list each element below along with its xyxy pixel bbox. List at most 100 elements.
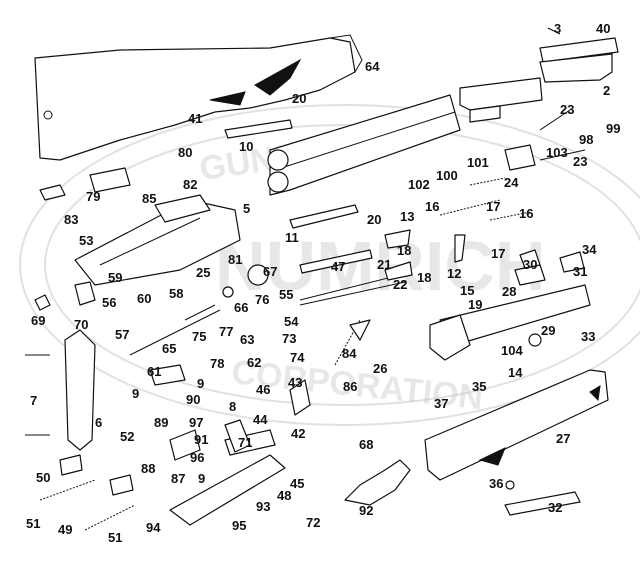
part-number-66: 66 xyxy=(234,300,249,315)
trigger-guard-part xyxy=(344,459,411,506)
part-number-13: 13 xyxy=(400,209,415,224)
part-number-63: 63 xyxy=(240,332,255,347)
part-number-69: 69 xyxy=(31,313,46,328)
part-number-44: 44 xyxy=(253,412,268,427)
part-number-31: 31 xyxy=(573,264,588,279)
part-number-52: 52 xyxy=(120,429,135,444)
part-number-73: 73 xyxy=(282,331,297,346)
part-number-59: 59 xyxy=(108,270,123,285)
part-number-74: 74 xyxy=(290,350,305,365)
stock-part xyxy=(34,34,363,161)
part-number-14: 14 xyxy=(508,365,523,380)
part-number-61: 61 xyxy=(147,364,162,379)
part-number-103: 103 xyxy=(546,145,568,160)
part-number-57: 57 xyxy=(115,327,130,342)
part-number-77: 77 xyxy=(219,324,234,339)
part-number-43: 43 xyxy=(288,375,303,390)
part-number-84: 84 xyxy=(342,346,357,361)
forend-part xyxy=(424,369,609,481)
part-number-42: 42 xyxy=(291,426,306,441)
part-number-29: 29 xyxy=(541,323,556,338)
part-number-17: 17 xyxy=(486,199,501,214)
part-number-46: 46 xyxy=(256,382,271,397)
part-number-90: 90 xyxy=(186,392,201,407)
part-number-12: 12 xyxy=(447,266,462,281)
part-number-92: 92 xyxy=(359,503,374,518)
part-number-86: 86 xyxy=(343,379,358,394)
part-number-72: 72 xyxy=(306,515,321,530)
part-number-18b: 18 xyxy=(417,270,432,285)
part-number-9: 9 xyxy=(197,376,205,391)
part-number-93: 93 xyxy=(256,499,271,514)
forend-iron-part xyxy=(504,109,586,171)
part-number-51b: 51 xyxy=(108,530,123,545)
part-number-75: 75 xyxy=(192,329,207,344)
part-number-89: 89 xyxy=(154,415,169,430)
rib-parts xyxy=(459,27,619,123)
part-number-78: 78 xyxy=(210,356,225,371)
part-number-20b: 20 xyxy=(367,212,382,227)
part-number-2: 2 xyxy=(603,83,611,98)
receiver-part xyxy=(74,194,241,286)
part-number-9b: 9 xyxy=(132,386,140,401)
part-number-62: 62 xyxy=(247,355,262,370)
part-number-102: 102 xyxy=(408,177,430,192)
part-number-65: 65 xyxy=(162,341,177,356)
part-number-8: 8 xyxy=(229,399,237,414)
part-number-94: 94 xyxy=(146,520,161,535)
part-number-36: 36 xyxy=(489,476,504,491)
part-number-3: 3 xyxy=(554,21,562,36)
part-number-21: 21 xyxy=(377,257,392,272)
part-number-95: 95 xyxy=(232,518,247,533)
part-number-49: 49 xyxy=(58,522,73,537)
part-number-30: 30 xyxy=(523,257,538,272)
part-number-99: 99 xyxy=(606,121,621,136)
part-number-51: 51 xyxy=(26,516,41,531)
part-number-45: 45 xyxy=(290,476,305,491)
part-number-47: 47 xyxy=(331,259,346,274)
part-number-16b: 16 xyxy=(519,206,534,221)
part-number-33: 33 xyxy=(581,329,596,344)
part-number-79: 79 xyxy=(86,189,101,204)
part-number-50: 50 xyxy=(36,470,51,485)
part-number-37: 37 xyxy=(434,396,449,411)
part-number-22: 22 xyxy=(393,277,408,292)
part-number-56: 56 xyxy=(102,295,117,310)
part-number-104: 104 xyxy=(501,343,523,358)
buttplate-part xyxy=(25,329,96,451)
small-parts xyxy=(34,167,541,496)
part-number-55: 55 xyxy=(279,287,294,302)
part-number-20: 20 xyxy=(292,91,307,106)
part-number-71: 71 xyxy=(238,435,253,450)
part-number-34: 34 xyxy=(582,242,597,257)
part-number-48: 48 xyxy=(277,488,292,503)
part-number-7: 7 xyxy=(30,393,38,408)
part-number-35: 35 xyxy=(472,379,487,394)
part-number-16: 16 xyxy=(425,199,440,214)
part-number-23: 23 xyxy=(560,102,575,117)
part-number-100: 100 xyxy=(436,168,458,183)
part-number-40: 40 xyxy=(596,21,611,36)
part-number-85: 85 xyxy=(142,191,157,206)
part-number-24: 24 xyxy=(504,175,519,190)
part-number-23b: 23 xyxy=(573,154,588,169)
part-number-58: 58 xyxy=(169,286,184,301)
part-number-98: 98 xyxy=(579,132,594,147)
part-number-101: 101 xyxy=(467,155,489,170)
part-number-41: 41 xyxy=(188,111,203,126)
part-number-70: 70 xyxy=(74,317,89,332)
part-number-6: 6 xyxy=(95,415,103,430)
part-number-87: 87 xyxy=(171,471,186,486)
part-number-67: 67 xyxy=(263,264,278,279)
part-number-68: 68 xyxy=(359,437,374,452)
part-number-80: 80 xyxy=(178,145,193,160)
part-number-9c: 9 xyxy=(198,471,206,486)
part-number-5: 5 xyxy=(243,201,251,216)
forend-latch-part xyxy=(504,480,581,516)
rods xyxy=(129,204,406,356)
part-number-81: 81 xyxy=(228,252,243,267)
part-number-64: 64 xyxy=(365,59,380,74)
part-number-96: 96 xyxy=(190,450,205,465)
part-number-60: 60 xyxy=(137,291,152,306)
